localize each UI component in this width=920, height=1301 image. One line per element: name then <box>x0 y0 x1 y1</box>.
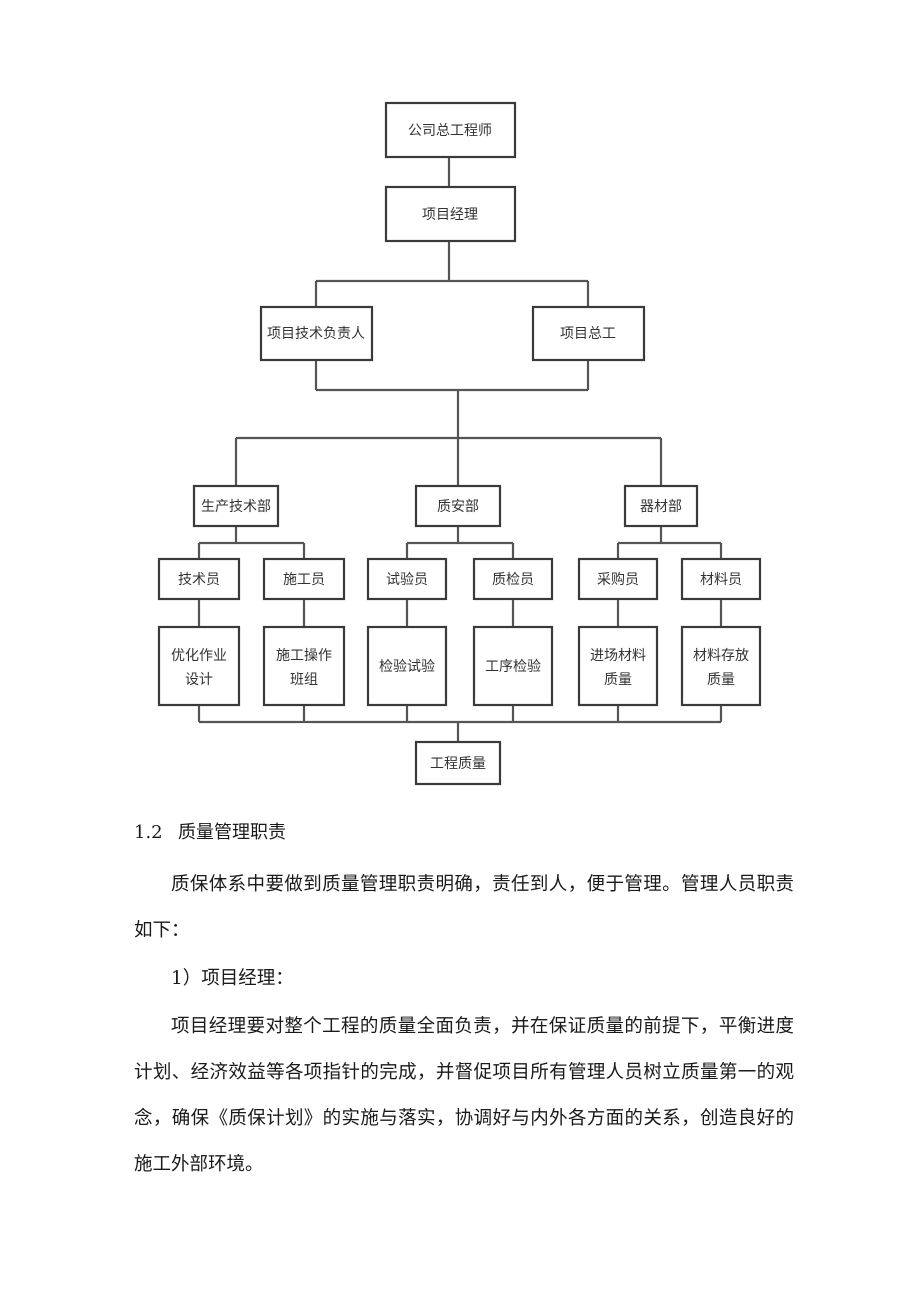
svg-text:质量: 质量 <box>707 672 735 688</box>
intro-paragraph: 质保体系中要做到质量管理职责明确，责任到人，便于管理。管理人员职责如下： <box>134 874 794 941</box>
svg-text:试验员: 试验员 <box>386 572 428 588</box>
node-project-manager: 项目经理 <box>384 185 517 243</box>
svg-text:器材部: 器材部 <box>640 499 682 515</box>
org-chart: 公司总工程师 项目经理 项目技术负责人 项目总工 生产技术部 质安部 器材部 技… <box>157 101 762 786</box>
svg-text:采购员: 采购员 <box>597 572 639 588</box>
svg-text:班组: 班组 <box>290 672 318 688</box>
node-task-process: 工序检验 <box>472 625 554 707</box>
svg-text:生产技术部: 生产技术部 <box>201 499 271 515</box>
node-purchaser: 采购员 <box>577 557 659 601</box>
svg-text:技术员: 技术员 <box>178 572 220 588</box>
node-project-chief: 项目总工 <box>531 305 646 362</box>
node-tester: 试验员 <box>366 557 448 601</box>
section-title: 质量管理职责 <box>178 822 286 843</box>
node-constructor: 施工员 <box>262 557 346 601</box>
node-project-quality: 工程质量 <box>414 740 502 786</box>
svg-text:施工操作: 施工操作 <box>276 648 332 664</box>
node-production-tech-dept: 生产技术部 <box>192 484 280 528</box>
node-task-optimize: 优化作业 设计 <box>157 625 241 707</box>
node-chief-engineer: 公司总工程师 <box>384 101 517 159</box>
svg-text:公司总工程师: 公司总工程师 <box>408 123 492 139</box>
svg-text:检验试验: 检验试验 <box>379 659 435 675</box>
svg-text:进场材料: 进场材料 <box>590 648 646 664</box>
node-task-operation: 施工操作 班组 <box>262 625 346 707</box>
node-task-testing: 检验试验 <box>366 625 448 707</box>
org-chart-connectors <box>197 157 723 742</box>
svg-text:设计: 设计 <box>185 672 213 688</box>
node-tech-lead: 项目技术负责人 <box>259 305 374 362</box>
svg-text:质量: 质量 <box>604 672 632 688</box>
svg-text:优化作业: 优化作业 <box>171 648 227 664</box>
section-heading: 1.2 质量管理职责 <box>134 820 286 846</box>
svg-text:施工员: 施工员 <box>283 572 325 588</box>
node-quality-safety-dept: 质安部 <box>414 484 502 528</box>
svg-text:材料存放: 材料存放 <box>693 648 749 664</box>
node-quality-inspector: 质检员 <box>472 557 554 601</box>
svg-text:项目经理: 项目经理 <box>422 207 478 223</box>
node-material-clerk: 材料员 <box>680 557 762 601</box>
svg-text:工程质量: 工程质量 <box>430 756 486 772</box>
svg-text:质检员: 质检员 <box>492 572 534 588</box>
svg-text:质安部: 质安部 <box>437 499 479 515</box>
section-number: 1.2 <box>134 822 163 843</box>
svg-text:项目技术负责人: 项目技术负责人 <box>267 326 365 342</box>
svg-text:项目总工: 项目总工 <box>560 326 616 342</box>
node-technician: 技术员 <box>157 557 241 601</box>
node-equipment-dept: 器材部 <box>623 484 699 528</box>
project-manager-duty-paragraph: 项目经理要对整个工程的质量全面负责，并在保证质量的前提下，平衡进度计划、经济效益… <box>134 1016 794 1175</box>
svg-text:材料员: 材料员 <box>700 572 742 588</box>
svg-text:工序检验: 工序检验 <box>485 659 541 675</box>
node-task-storage: 材料存放 质量 <box>680 625 762 707</box>
node-task-incoming: 进场材料 质量 <box>577 625 659 707</box>
project-manager-heading: 1）项目经理： <box>171 968 294 989</box>
